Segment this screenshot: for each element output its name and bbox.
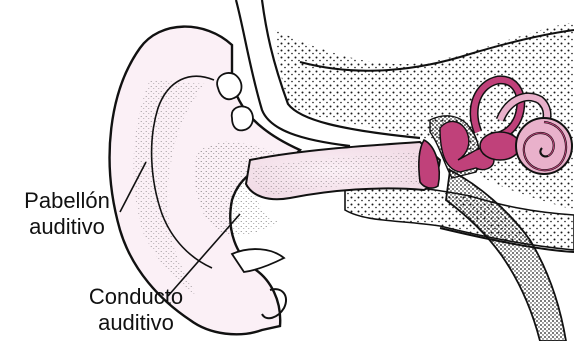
label-pabellon-auditivo: Pabellón auditivo xyxy=(4,188,130,240)
cartilage-loop-upper xyxy=(217,73,241,99)
label-conducto-line2: auditivo xyxy=(70,310,202,336)
label-pabellon-line2: auditivo xyxy=(4,214,130,240)
cartilage-loop-lower xyxy=(232,106,253,130)
label-pabellon-line1: Pabellón xyxy=(4,188,130,214)
vestibule xyxy=(480,132,520,160)
label-conducto-line1: Conducto xyxy=(70,284,202,310)
eardrum xyxy=(419,140,439,188)
label-conducto-auditivo: Conducto auditivo xyxy=(70,284,202,336)
